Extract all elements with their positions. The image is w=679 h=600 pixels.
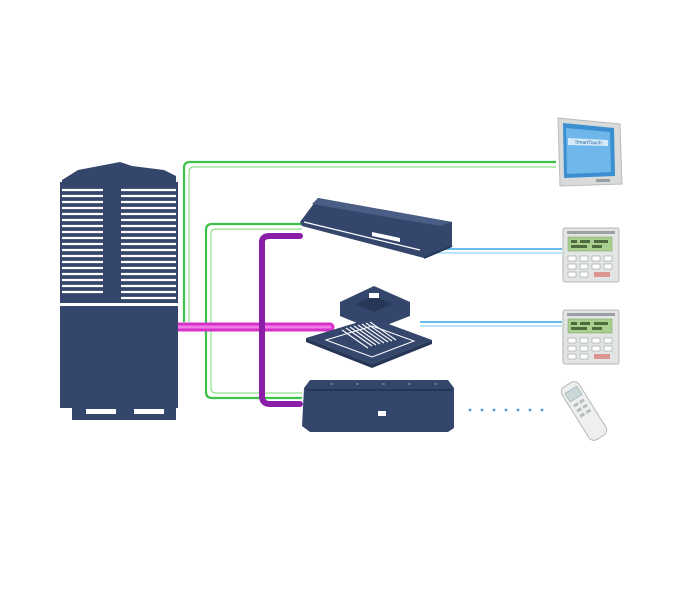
central-touch-screen-controller-icon: SmartTouch bbox=[557, 117, 623, 187]
infrared-signal bbox=[468, 408, 544, 412]
wired-wall-controller-icon bbox=[562, 309, 620, 365]
wired-wall-controller-icon bbox=[562, 227, 620, 283]
infrared-remote-control-icon bbox=[560, 381, 608, 441]
refrigerant-piping bbox=[173, 233, 335, 407]
controller-wiring bbox=[420, 248, 562, 327]
ceiling-concealed-duct-unit-icon bbox=[300, 198, 453, 259]
outdoor-vrf-unit-icon bbox=[60, 162, 178, 420]
communication-wiring bbox=[182, 160, 556, 400]
touch-screen-text: SmartTouch bbox=[575, 139, 602, 146]
wall-mounted-split-unit-icon bbox=[302, 380, 454, 432]
four-way-cassette-unit-icon bbox=[306, 286, 432, 368]
